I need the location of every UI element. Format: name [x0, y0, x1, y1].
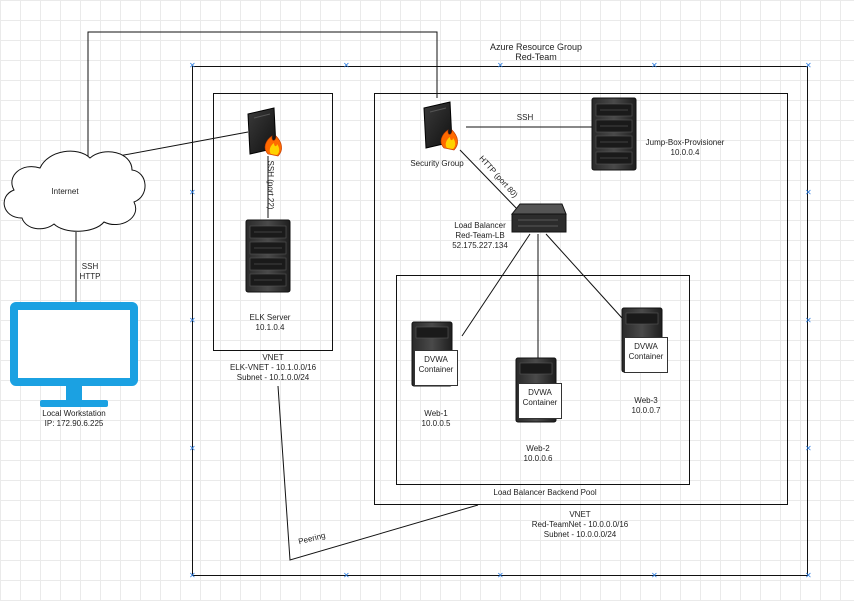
backend-pool-label: Load Balancer Backend Pool	[493, 488, 597, 497]
lb-to-web3-link	[545, 233, 623, 319]
load-balancer-ip: 52.175.227.134	[452, 241, 508, 250]
jumpbox-label: Jump-Box-Provisioner 10.0.0.4	[640, 138, 730, 158]
elk-server-label: ELK Server 10.1.0.4	[238, 313, 302, 333]
resize-handle[interactable]: ✕	[805, 61, 812, 70]
internet-label: Internet	[51, 187, 79, 196]
lb-to-web1-link	[461, 233, 531, 337]
resize-handle[interactable]: ✕	[189, 61, 196, 70]
web3-name: Web-3	[634, 396, 658, 405]
web1-label: Web-1 10.0.0.5	[408, 409, 464, 429]
resize-handle[interactable]: ✕	[651, 571, 658, 580]
internet-to-elk-firewall-link	[107, 131, 249, 159]
resize-handle[interactable]: ✕	[805, 571, 812, 580]
resource-group-title: Azure Resource Group Red-Team	[466, 42, 606, 62]
red-vnet-title: VNET	[569, 510, 591, 519]
security-group-label: Security Group	[410, 159, 464, 168]
web2-ip: 10.0.0.6	[523, 454, 553, 463]
web2-label: Web-2 10.0.0.6	[510, 444, 566, 464]
backend-pool-frame	[396, 275, 690, 485]
resize-handle[interactable]: ✕	[189, 444, 196, 453]
web1-ip: 10.0.0.5	[421, 419, 451, 428]
resource-group-name: Red-Team	[515, 52, 557, 62]
elk-vnet-label: VNET ELK-VNET - 10.1.0.0/16 Subnet - 10.…	[213, 353, 333, 383]
elk-vnet-subnet: Subnet - 10.1.0.0/24	[236, 373, 310, 382]
cloud-icon	[3, 150, 146, 232]
load-balancer-label: Load Balancer Red-Team-LB 52.175.227.134	[440, 221, 520, 251]
resource-group-title-text: Azure Resource Group	[489, 42, 583, 52]
resize-handle[interactable]: ✕	[497, 61, 504, 70]
resize-handle[interactable]: ✕	[189, 188, 196, 197]
dvwa-line2: Container	[522, 398, 558, 407]
load-balancer-name: Red-Team-LB	[455, 231, 505, 240]
dvwa-line2: Container	[418, 365, 454, 374]
dvwa-line2: Container	[628, 352, 664, 361]
security-group-to-load-balancer-link	[459, 149, 521, 213]
jumpbox-name: Jump-Box-Provisioner	[645, 138, 725, 147]
red-team-vnet-frame	[374, 93, 788, 505]
resource-group-frame	[192, 66, 808, 576]
workstation-label: Local Workstation IP: 172.90.6.225	[24, 409, 124, 429]
dvwa-line1: DVWA	[528, 388, 552, 397]
elk-vnet-frame	[213, 93, 333, 351]
web1-name: Web-1	[424, 409, 448, 418]
link-ssh: SSH	[81, 262, 99, 271]
resize-handle[interactable]: ✕	[343, 61, 350, 70]
link-http: HTTP	[79, 272, 101, 281]
red-vnet-label: VNET Red-TeamNet - 10.0.0.0/16 Subnet - …	[500, 510, 660, 540]
web3-label: Web-3 10.0.0.7	[618, 396, 674, 416]
web3-dvwa-container: DVWA Container	[624, 337, 668, 373]
resize-handle[interactable]: ✕	[189, 316, 196, 325]
workstation-name: Local Workstation	[42, 409, 106, 418]
resize-handle[interactable]: ✕	[343, 571, 350, 580]
dvwa-line1: DVWA	[634, 342, 658, 351]
red-vnet-subnet: Subnet - 10.0.0.0/24	[543, 530, 617, 539]
web1-dvwa-container: DVWA Container	[414, 350, 458, 386]
resize-handle[interactable]: ✕	[189, 571, 196, 580]
internet-to-security-group-link	[87, 31, 438, 158]
elk-server-name: ELK Server	[249, 313, 291, 322]
security-group-ssh-label: SSH	[516, 113, 534, 122]
resize-handle[interactable]: ✕	[805, 188, 812, 197]
peering-link	[277, 385, 479, 561]
workstation-link-label: SSH HTTP	[76, 262, 104, 282]
resize-handle[interactable]: ✕	[497, 571, 504, 580]
resize-handle[interactable]: ✕	[805, 316, 812, 325]
web3-ip: 10.0.0.7	[631, 406, 661, 415]
resize-handle[interactable]: ✕	[805, 444, 812, 453]
elk-ssh-link-label: SSH (port 22)	[266, 160, 275, 210]
web2-dvwa-container: DVWA Container	[518, 383, 562, 419]
red-vnet-name: Red-TeamNet - 10.0.0.0/16	[531, 520, 629, 529]
dvwa-line1: DVWA	[424, 355, 448, 364]
elk-vnet-title: VNET	[262, 353, 284, 362]
elk-vnet-name: ELK-VNET - 10.1.0.0/16	[229, 363, 317, 372]
workstation-ip: IP: 172.90.6.225	[44, 419, 104, 428]
elk-server-ip: 10.1.0.4	[255, 323, 285, 332]
load-balancer-title: Load Balancer	[454, 221, 506, 230]
web2-name: Web-2	[526, 444, 550, 453]
resize-handle[interactable]: ✕	[651, 61, 658, 70]
monitor-icon	[10, 302, 138, 407]
jumpbox-ip: 10.0.0.4	[670, 148, 700, 157]
load-balancer-icon	[510, 203, 567, 233]
